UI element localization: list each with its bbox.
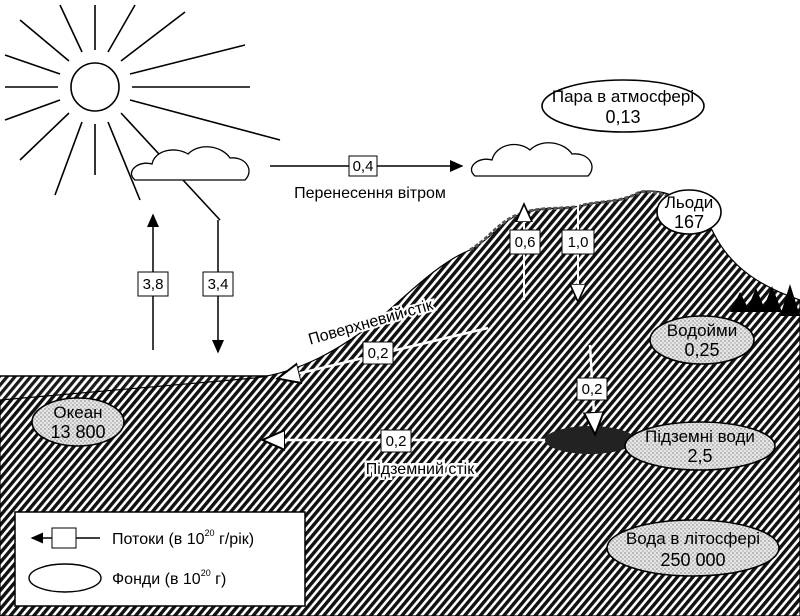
- wind-transfer-label: Перенесення вітром: [294, 185, 446, 202]
- infiltration-box: [576, 377, 608, 401]
- underground-runoff-value: 0,2: [386, 433, 407, 450]
- pool-ice-name: Льоди: [665, 193, 714, 212]
- legend-pool-ellipse: [28, 563, 102, 593]
- wind-flow-value: 0,4: [353, 158, 374, 175]
- pool-groundwater-value: 2,5: [687, 446, 712, 466]
- pool-ice-value: 167: [674, 212, 704, 232]
- ocean-evaporation-box: [137, 271, 169, 297]
- land-evaporation-box: [509, 229, 541, 255]
- legend-flows-text: Потоки (в 1020 г/рік): [112, 528, 254, 548]
- sun-icon: [4, 4, 281, 221]
- pool-vapor-name: Пара в атмосфері: [552, 87, 694, 106]
- infiltration-value: 0,2: [582, 381, 603, 398]
- cloud-right: [470, 142, 593, 177]
- pool-lithosphere-value: 250 000: [660, 550, 725, 570]
- underground-runoff-label-halo: Підземний стік: [366, 461, 475, 478]
- ice-cap: [469, 190, 691, 252]
- pool-lakes-value: 0,25: [684, 340, 719, 360]
- cloud-left: [130, 146, 250, 181]
- surface-runoff-value: 0,2: [368, 345, 389, 362]
- pool-lakes: Водойми 0,25: [649, 315, 755, 365]
- pool-groundwater: Підземні води 2,5: [624, 421, 776, 471]
- groundwater-blob: [545, 426, 635, 454]
- ocean-precipitation-box: [202, 271, 234, 297]
- legend: Потоки (в 1020 г/рік) Фонди (в 1020 г): [14, 511, 306, 607]
- surface-runoff-box: [362, 341, 394, 365]
- legend-flow-box: [51, 527, 77, 549]
- pool-ocean-value: 13 800: [50, 422, 105, 442]
- underground-runoff-box: [380, 429, 412, 453]
- pool-vapor: Пара в атмосфері 0,13: [541, 79, 705, 133]
- land-precipitation-box: [561, 229, 595, 255]
- land-mass: [0, 190, 800, 616]
- pool-vapor-value: 0,13: [605, 107, 640, 127]
- land-evaporation-value: 0,6: [515, 234, 536, 251]
- pool-ocean-name: Океан: [53, 403, 102, 422]
- pool-ice: Льоди 167: [656, 189, 722, 235]
- ocean-precipitation-value: 3,4: [208, 276, 229, 293]
- underground-runoff-label: Підземний стік: [366, 461, 475, 478]
- wind-flow-box: [348, 155, 378, 177]
- pool-lithosphere-name: Вода в літосфері: [626, 529, 760, 548]
- pool-lakes-name: Водойми: [667, 321, 737, 340]
- pool-lithosphere: Вода в літосфері 250 000: [606, 519, 780, 577]
- trees: [730, 284, 800, 316]
- pool-ocean: Океан 13 800: [31, 397, 125, 447]
- pool-groundwater-name: Підземні води: [645, 427, 755, 446]
- ocean-evaporation-value: 3,8: [143, 276, 164, 293]
- land-precipitation-value: 1,0: [568, 234, 589, 251]
- legend-pools-text: Фонди (в 1020 г): [112, 568, 226, 588]
